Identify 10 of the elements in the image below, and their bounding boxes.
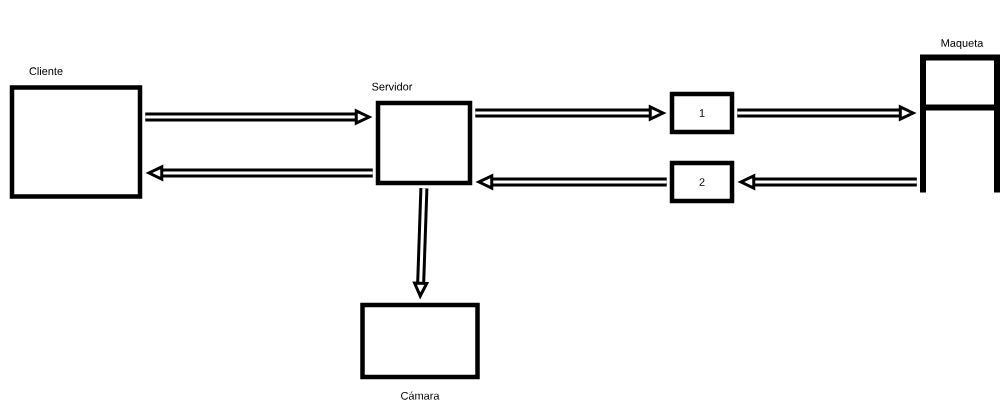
node-heading: Cliente: [29, 67, 63, 76]
node-heading: Maqueta: [941, 39, 984, 50]
box: 1: [669, 91, 735, 135]
box: [360, 302, 480, 400]
stand-drawing: [920, 39, 1000, 196]
box: 2: [669, 160, 735, 204]
node-heading: Servidor: [372, 82, 413, 91]
box: [372, 82, 473, 186]
node-heading: Cámara: [401, 391, 440, 400]
box: [9, 67, 143, 199]
